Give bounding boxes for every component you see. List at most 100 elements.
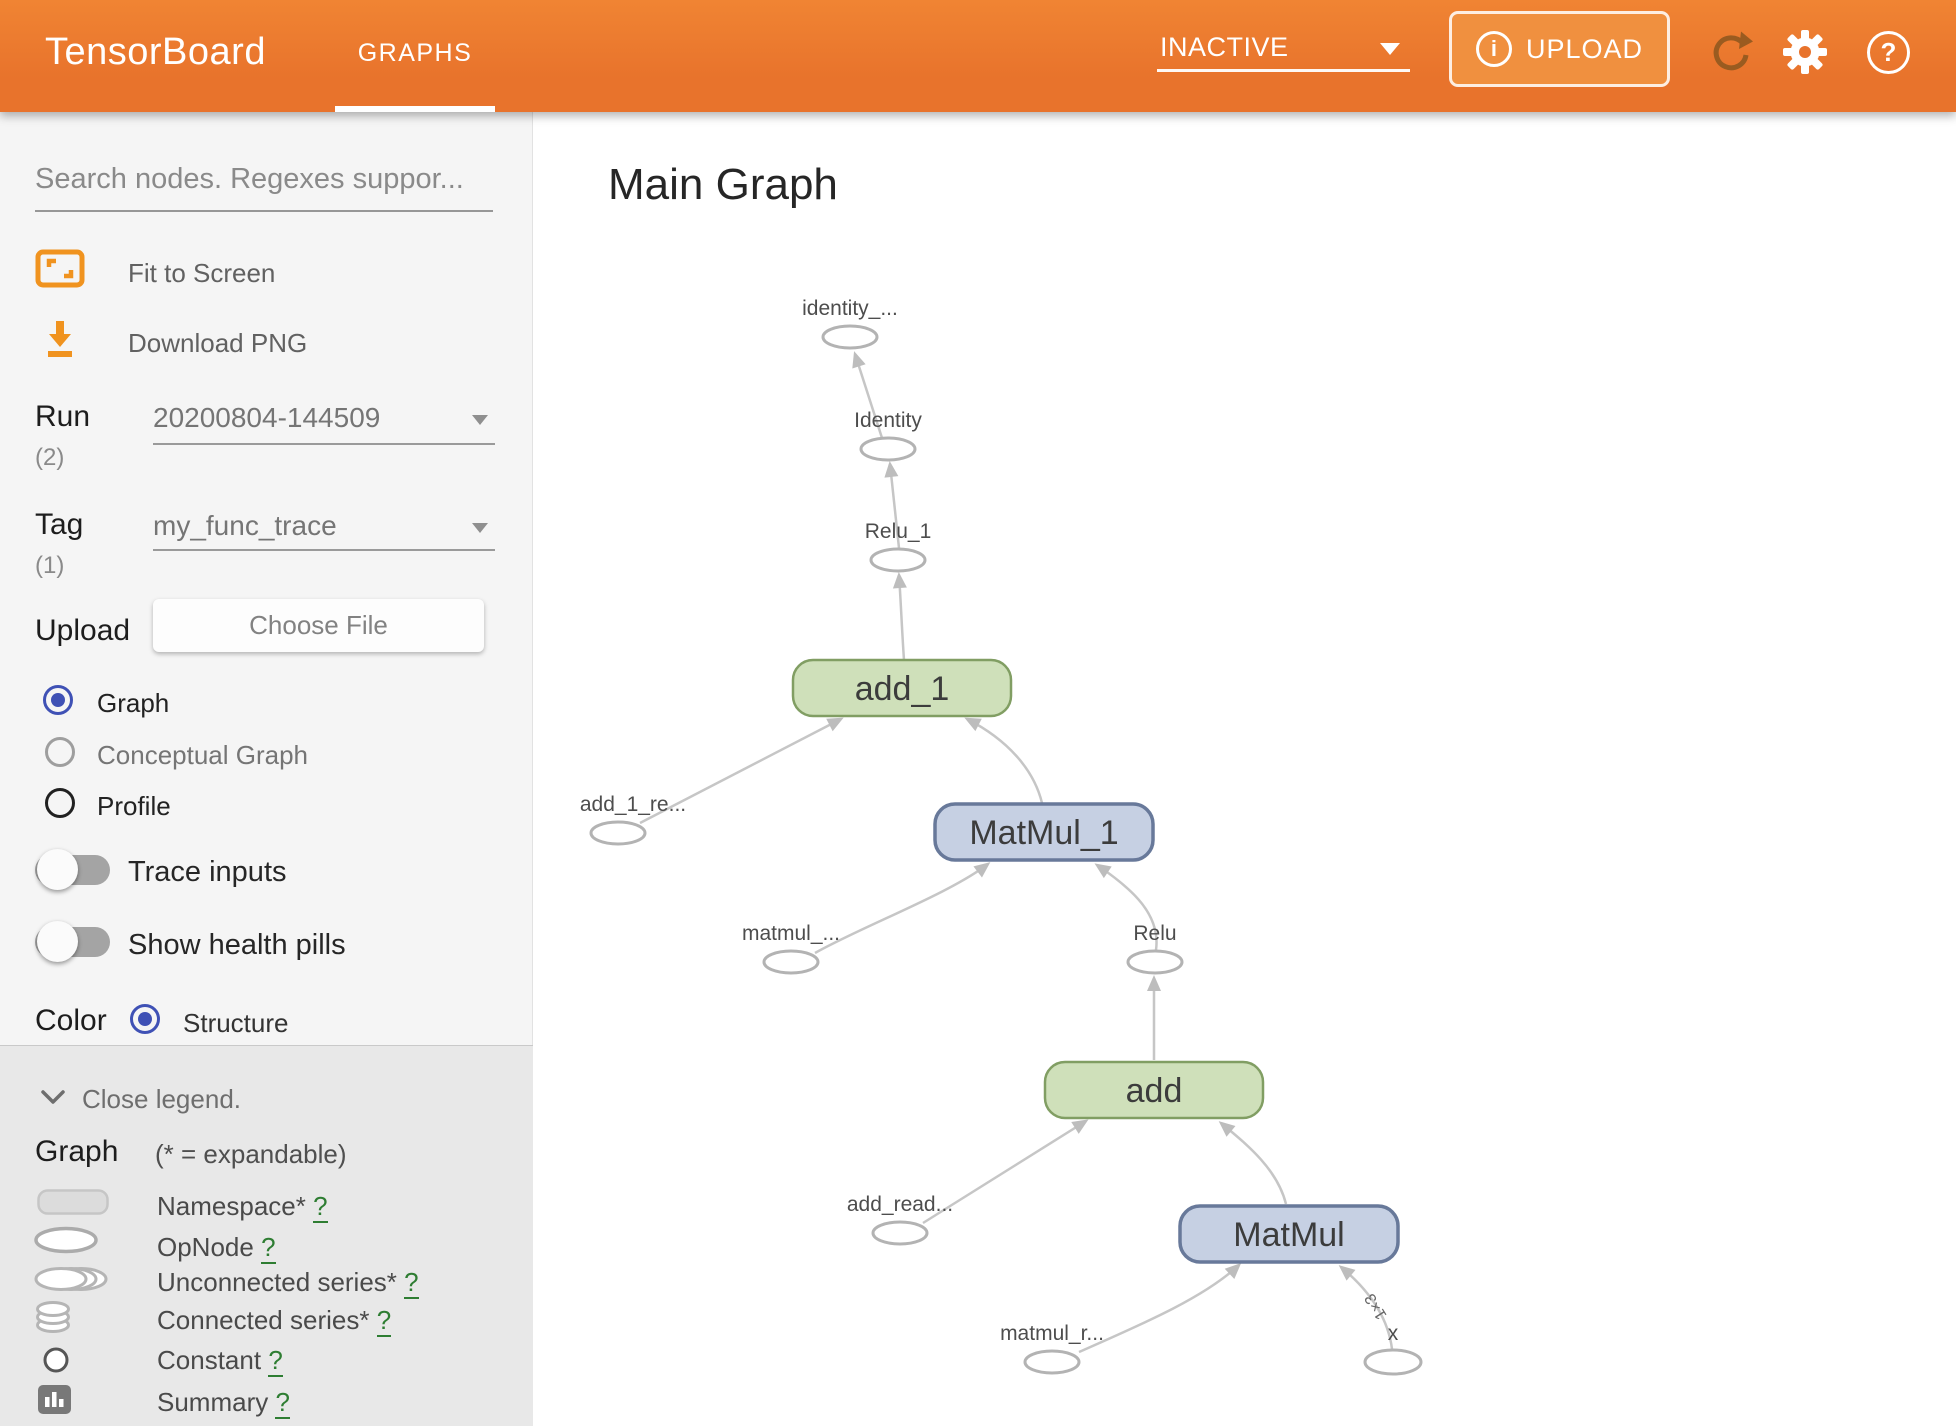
toggle-trace-inputs-knob[interactable] [37, 849, 78, 890]
radio-profile-label[interactable]: Profile [97, 791, 171, 821]
svg-text:x: x [1388, 1322, 1399, 1345]
run-caret-icon[interactable] [472, 415, 488, 425]
help-link[interactable]: ? [268, 1345, 283, 1377]
radio-structure[interactable] [130, 1004, 160, 1034]
chevron-down-icon[interactable] [41, 1090, 65, 1105]
svg-text:matmul_r...: matmul_r... [1000, 1322, 1104, 1345]
app-header: TensorBoard GRAPHS INACTIVE i UPLOAD [0, 0, 1956, 112]
tag-caret-icon[interactable] [472, 523, 488, 533]
download-png-button[interactable] [43, 321, 77, 358]
fit-to-screen-label[interactable]: Fit to Screen [128, 258, 276, 288]
toggle-show-health-pills-knob[interactable] [37, 921, 78, 962]
run-underline [153, 443, 495, 445]
radio-conceptual-graph[interactable] [45, 737, 75, 767]
graph-node-add_read[interactable]: add_read... [847, 1193, 953, 1246]
help-link[interactable]: ? [275, 1387, 290, 1419]
svg-text:add_read...: add_read... [847, 1193, 953, 1216]
graph-node-matmul_in[interactable]: matmul_... [742, 922, 840, 975]
graph-edge-Relu-MatMul_1 [1094, 863, 1158, 951]
settings-button[interactable] [1782, 29, 1828, 75]
run-label: Run [35, 400, 91, 433]
svg-text:Identity: Identity [854, 409, 922, 432]
radio-conceptual-graph-label[interactable]: Conceptual Graph [97, 740, 309, 770]
download-png-label[interactable]: Download PNG [128, 328, 308, 358]
radio-structure-label[interactable]: Structure [183, 1008, 289, 1038]
graph-node-Relu[interactable]: Relu [1126, 922, 1184, 975]
gear-icon [1783, 30, 1827, 74]
connected-series-swatch [36, 1301, 70, 1333]
help-button[interactable]: ? [1867, 31, 1910, 74]
graph-node-add_1[interactable]: add_1 [791, 658, 1013, 718]
color-label: Color [35, 1004, 107, 1037]
legend-item-namespace: Namespace* ? [157, 1191, 328, 1223]
legend-item-label: Unconnected series* [157, 1267, 397, 1297]
graph-edge-add_1_re-add_1 [639, 717, 844, 825]
legend-item-label: Summary [157, 1387, 269, 1417]
main-graph-title: Main Graph [608, 160, 838, 209]
fit-to-screen-icon [35, 249, 85, 288]
help-link[interactable]: ? [261, 1232, 276, 1264]
legend-item-label: Connected series* [157, 1305, 370, 1335]
chevron-down-icon[interactable] [1380, 43, 1400, 55]
tag-select[interactable]: my_func_trace [153, 510, 337, 541]
namespace-swatch [37, 1189, 109, 1215]
svg-text:add_1_re...: add_1_re... [580, 793, 686, 816]
help-link[interactable]: ? [404, 1267, 419, 1299]
help-link[interactable]: ? [313, 1191, 328, 1223]
close-legend-button[interactable]: Close legend. [82, 1084, 241, 1114]
run-status-underline [1157, 69, 1410, 72]
graph-node-x[interactable]: x [1363, 1322, 1423, 1376]
info-icon: i [1475, 31, 1512, 67]
refresh-icon [1713, 35, 1749, 71]
run-count: (2) [35, 444, 65, 471]
graph-edge-add_1-Relu_1 [892, 572, 907, 661]
edge-shape-label: 1×3 [1362, 1290, 1391, 1322]
legend-item-opnode: OpNode ? [157, 1232, 276, 1264]
fit-to-screen-button[interactable] [35, 249, 85, 288]
refresh-button[interactable] [1706, 30, 1754, 78]
tag-underline [153, 549, 495, 551]
radio-graph[interactable] [43, 685, 73, 715]
unconnected-series-swatch [34, 1267, 108, 1291]
graph-node-add_1_re[interactable]: add_1_re... [580, 793, 686, 846]
graph-node-Relu_1[interactable]: Relu_1 [865, 520, 932, 573]
radio-profile[interactable] [45, 788, 75, 818]
run-select[interactable]: 20200804-144509 [153, 402, 381, 433]
choose-file-button[interactable]: Choose File [153, 599, 484, 652]
graph-edge-matmul_r-MatMul [1078, 1262, 1242, 1354]
svg-text:matmul_...: matmul_... [742, 922, 840, 945]
download-icon [48, 321, 72, 357]
run-status-select[interactable]: INACTIVE [1160, 32, 1289, 62]
constant-swatch [43, 1347, 69, 1373]
opnode-swatch [34, 1226, 98, 1254]
graph-node-MatMul_1[interactable]: MatMul_1 [933, 802, 1155, 862]
legend-item-summary: Summary ? [157, 1387, 290, 1419]
graph-node-Identity[interactable]: Identity [854, 409, 922, 462]
graph-node-identity_out[interactable]: identity_... [802, 297, 898, 350]
graph-node-matmul_r[interactable]: matmul_r... [1000, 1322, 1104, 1375]
svg-text:MatMul: MatMul [1233, 1216, 1344, 1254]
tab-graphs[interactable]: GRAPHS [357, 38, 473, 67]
tab-active-underline [335, 106, 495, 112]
radio-graph-label[interactable]: Graph [97, 688, 170, 718]
search-input[interactable] [35, 163, 493, 212]
svg-text:Relu_1: Relu_1 [865, 520, 932, 543]
graph-node-MatMul[interactable]: MatMul [1178, 1204, 1400, 1264]
app-title: TensorBoard [45, 31, 266, 73]
legend-item-constant: Constant ? [157, 1345, 283, 1377]
graph-edge-Identity-identity_out [852, 351, 884, 439]
toggle-trace-inputs-label: Trace inputs [128, 856, 287, 888]
upload-button[interactable]: i UPLOAD [1449, 11, 1670, 87]
svg-text:identity_...: identity_... [802, 297, 898, 320]
legend-item-label: Namespace* [157, 1191, 306, 1221]
svg-text:add_1: add_1 [855, 670, 950, 708]
help-link[interactable]: ? [376, 1305, 392, 1337]
tag-count: (1) [35, 552, 65, 579]
tag-label: Tag [35, 508, 84, 541]
refresh-arrowhead [1739, 31, 1753, 49]
svg-text:Relu: Relu [1133, 922, 1176, 945]
graph-node-add[interactable]: add [1043, 1060, 1265, 1120]
legend-item-unconnected-series: Unconnected series* ? [157, 1267, 419, 1299]
